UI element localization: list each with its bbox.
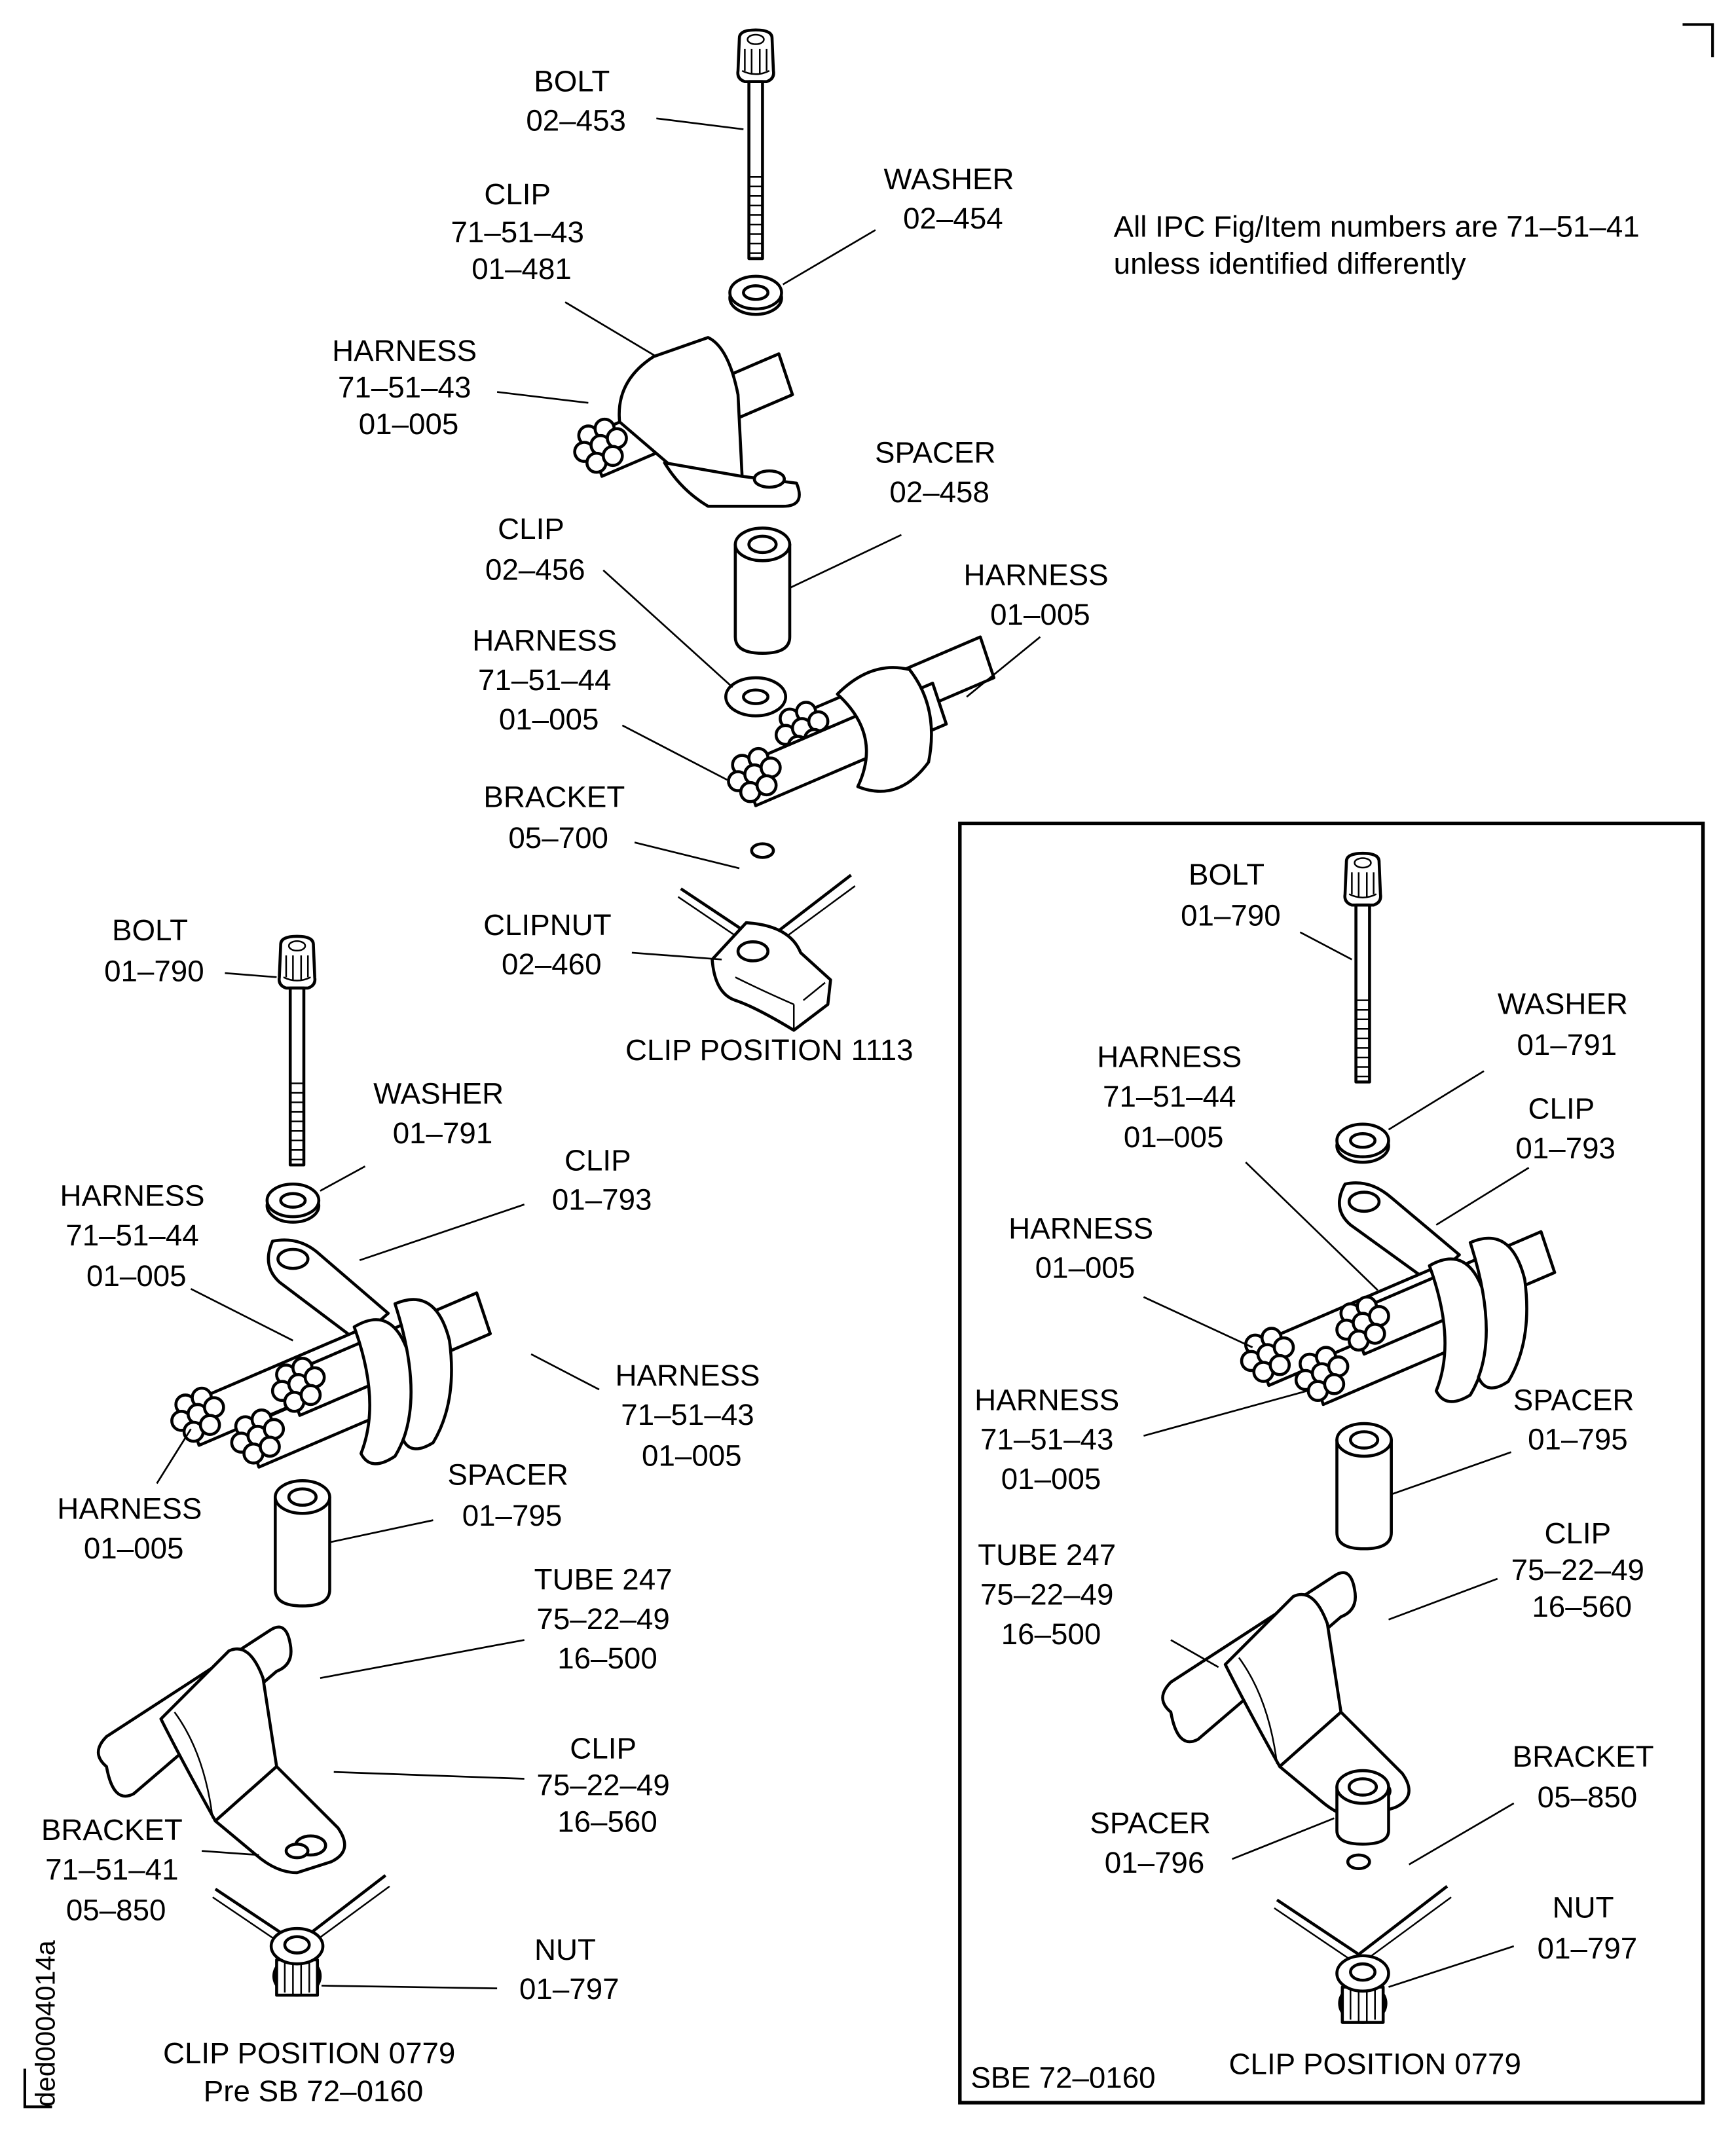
label-clip-01-481: CLIP 71–51–43 01–481 [451, 177, 592, 285]
label-clip-01-793-right: CLIP 01–793 [1515, 1092, 1616, 1164]
washer-part [267, 1184, 319, 1222]
nut-part [1337, 1956, 1389, 2023]
nut-part [271, 1928, 323, 1995]
label-nut-01-797-left: NUT 01–797 [519, 1933, 619, 2006]
label-harness-01-005-left: HARNESS 01–005 [57, 1492, 210, 1565]
label-bolt-01-790-right: BOLT 01–790 [1181, 858, 1281, 932]
clip-band-part [352, 1298, 453, 1465]
label-bracket-05-850-right: BRACKET 05–850 [1513, 1740, 1663, 1814]
label-harness-01-005-top-right: HARNESS 01–005 [964, 559, 1117, 631]
label-clip-02-456: CLIP 02–456 [485, 512, 585, 586]
label-harness-71-51-43-left: HARNESS 71–51–43 01–005 [615, 1359, 768, 1473]
spacer-short-part [1337, 1771, 1389, 1844]
label-tube-247-right: TUBE 247 75–22–49 16–500 [978, 1538, 1124, 1651]
label-harness-71-51-43: HARNESS 71–51–43 01–005 [332, 334, 485, 441]
label-spacer-02-458: SPACER 02–458 [875, 436, 1004, 509]
corner-mark-bottom-left [23, 2069, 52, 2108]
washer-part [1337, 1124, 1389, 1162]
label-clip-01-793-left: CLIP 01–793 [552, 1143, 652, 1216]
bolt-part [738, 30, 774, 259]
spacer-part [275, 1481, 329, 1606]
clip-band-part [1428, 1236, 1528, 1403]
label-spacer-01-795-left: SPACER 01–795 [447, 1458, 576, 1532]
top-assembly: BOLT 02–453 WASHER 02–454 CLIP 71–51–43 … [332, 30, 1117, 1067]
label-spacer-01-795-right: SPACER 01–795 [1513, 1383, 1642, 1456]
clip-harness-part [575, 336, 801, 508]
label-clipnut-02-460: CLIPNUT 02–460 [483, 908, 619, 981]
label-harness-71-51-44-right: HARNESS 71–51–44 01–005 [1097, 1040, 1250, 1154]
label-nut-01-797-right: NUT 01–797 [1538, 1891, 1638, 1965]
label-clip-75-22-49-left: CLIP 75–22–49 16–560 [536, 1731, 678, 1838]
note-line-2: unless identified differently [1114, 247, 1466, 280]
clipnut-part [711, 921, 832, 1032]
left-assembly: BOLT 01–790 WASHER 01–791 CLIP 01–793 HA… [41, 913, 768, 2108]
label-harness-01-005-right: HARNESS 01–005 [1008, 1211, 1162, 1284]
label-tube-247-left: TUBE 247 75–22–49 16–500 [534, 1563, 681, 1676]
clip-two-harness-part [724, 637, 993, 806]
bracket-part [1274, 1855, 1451, 1965]
label-washer-01-791-right: WASHER 01–791 [1498, 987, 1636, 1061]
label-bolt-01-790-left: BOLT 01–790 [104, 913, 204, 987]
caption-clip-position-0779-right: CLIP POSITION 0779 [1229, 2048, 1521, 2081]
label-harness-71-51-44-top: HARNESS 71–51–44 01–005 [472, 623, 625, 736]
label-clip-75-22-49-right: CLIP 75–22–49 16–560 [1511, 1517, 1653, 1623]
sbe-box [958, 821, 1705, 2105]
corner-mark-top-right [1682, 23, 1714, 58]
caption-clip-position-0779-left: CLIP POSITION 0779 Pre SB 72–0160 [163, 2036, 464, 2108]
note-line-1: All IPC Fig/Item numbers are 71–51–41 [1114, 210, 1640, 244]
clip-arm-part [267, 1238, 390, 1342]
label-bracket-05-700: BRACKET 05–700 [483, 781, 633, 855]
washer-part [730, 276, 782, 314]
spacer-part [735, 528, 790, 653]
sbe-label: SBE 72–0160 [970, 2061, 1155, 2094]
label-bolt-02-453: BOLT 02–453 [526, 64, 626, 137]
drawing-id: ded0004014a [30, 1940, 61, 2106]
caption-clip-position-1113: CLIP POSITION 1113 [625, 1033, 914, 1067]
label-bracket-71-51-41-left: BRACKET 71–51–41 05–850 [41, 1813, 191, 1927]
bolt-part [279, 936, 315, 1165]
spacer-part [1337, 1424, 1392, 1549]
label-washer-02-454: WASHER 02–454 [884, 162, 1023, 235]
label-harness-71-51-44-left: HARNESS 71–51–44 01–005 [60, 1179, 213, 1293]
right-assembly: BOLT 01–790 WASHER 01–791 HARNESS 71–51–… [958, 821, 1705, 2105]
label-harness-71-51-43-right: HARNESS 71–51–43 01–005 [974, 1383, 1128, 1496]
label-washer-01-791-left: WASHER 01–791 [373, 1077, 512, 1150]
label-spacer-01-796-right: SPACER 01–796 [1090, 1807, 1219, 1879]
bolt-part [1345, 853, 1381, 1082]
